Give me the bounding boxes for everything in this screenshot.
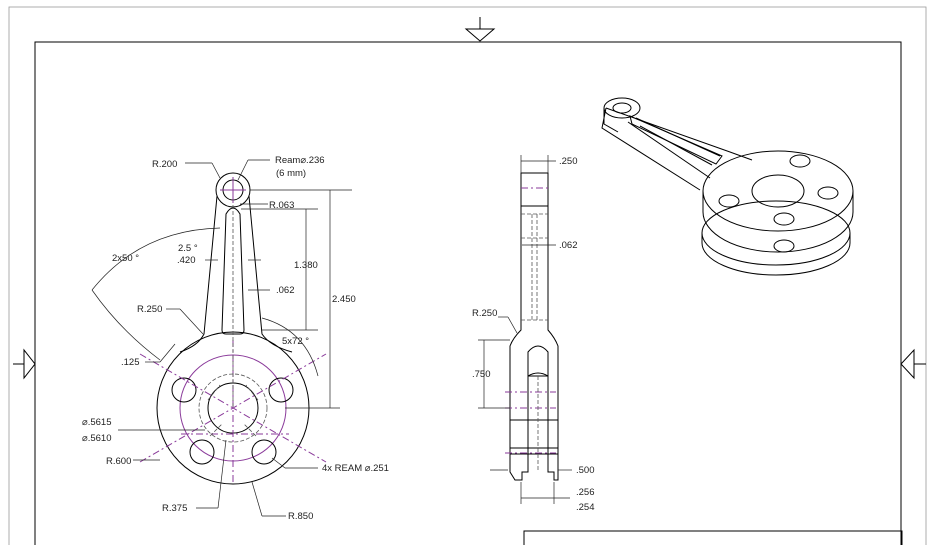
label-dim-1380: 1.380 xyxy=(294,260,318,271)
side-view-dimension-lines xyxy=(478,155,572,504)
label-taper-angle: 2.5 ° xyxy=(178,243,198,254)
front-view-labels: R.200 Ream⌀.236 (6 mm) R.063 2.5 ° .420 … xyxy=(82,155,389,522)
isometric-view xyxy=(601,97,854,276)
label-r250: R.250 xyxy=(137,304,162,315)
label-side-062: .062 xyxy=(559,240,578,251)
label-dim-2450: 2.450 xyxy=(332,294,356,305)
label-side-256: .256 xyxy=(576,487,595,498)
label-r063: R.063 xyxy=(269,200,294,211)
label-side-254: .254 xyxy=(576,502,595,513)
label-side-r250: R.250 xyxy=(472,308,497,319)
label-dim-125: .125 xyxy=(121,357,140,368)
label-dia-hi: ⌀.5615 xyxy=(82,417,112,428)
label-r200: R.200 xyxy=(152,159,177,170)
label-ream-holes: 4x REAM ⌀.251 xyxy=(322,463,389,474)
sheet-border xyxy=(8,6,927,545)
label-dia-lo: ⌀.5610 xyxy=(82,433,112,444)
front-view-geometry xyxy=(139,172,327,485)
label-side-750: .750 xyxy=(472,369,491,380)
label-dim-062: .062 xyxy=(276,285,295,296)
label-r600: R.600 xyxy=(106,456,131,467)
label-r850: R.850 xyxy=(288,511,313,522)
side-view-labels: .250 .062 R.250 .750 .500 .256 .254 xyxy=(472,156,595,513)
label-r375: R.375 xyxy=(162,503,187,514)
label-ream: Ream⌀.236 xyxy=(275,155,325,166)
label-chamfer: 5x72 ° xyxy=(282,336,309,347)
label-side-250: .250 xyxy=(559,156,578,167)
front-view-dimension-lines xyxy=(91,159,352,517)
side-view-geometry xyxy=(505,172,559,481)
label-pattern-angle: 2x50 ° xyxy=(112,253,139,264)
label-side-500: .500 xyxy=(576,465,595,476)
label-width-420: .420 xyxy=(177,255,196,266)
label-ream-mm: (6 mm) xyxy=(276,168,306,179)
